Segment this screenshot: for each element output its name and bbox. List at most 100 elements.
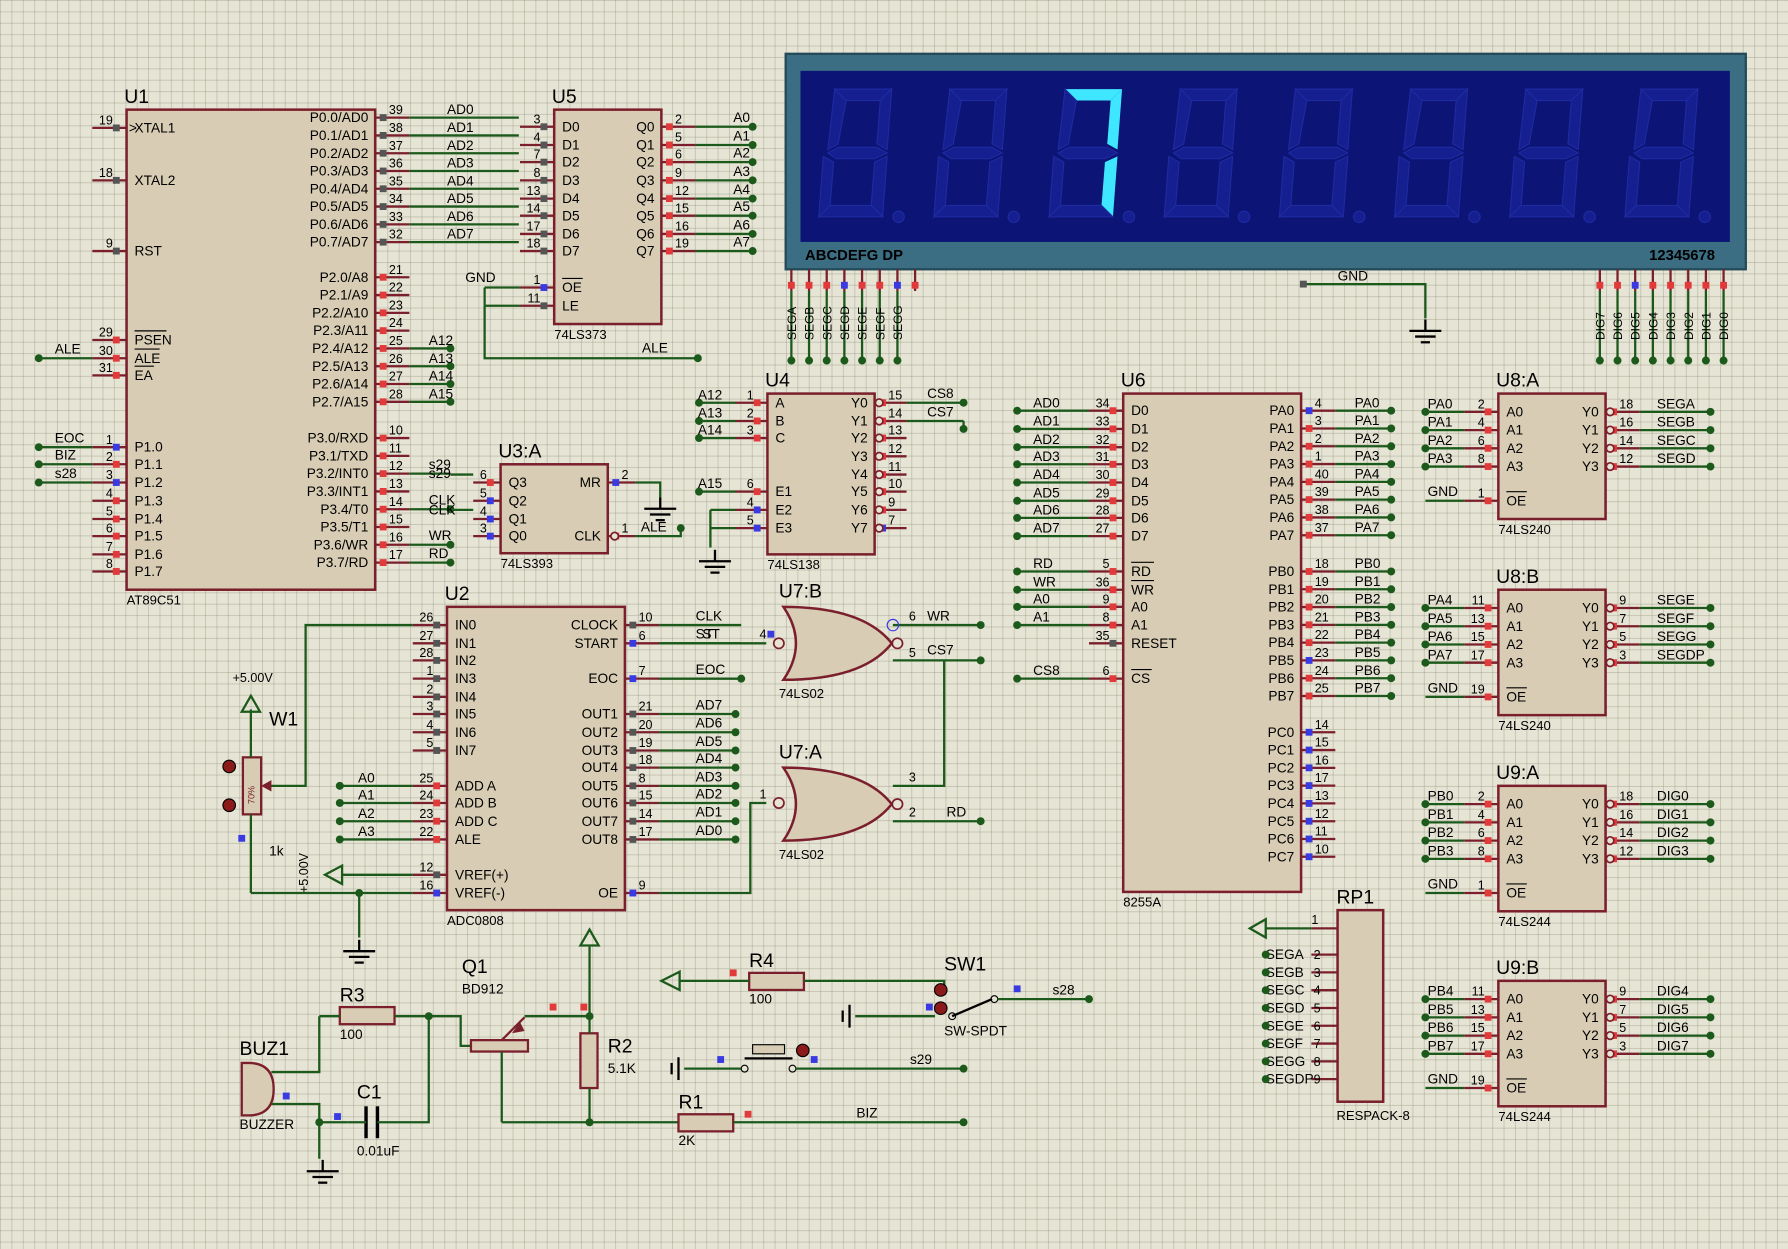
pin-number: 37	[389, 139, 403, 153]
chip-body[interactable]	[1497, 784, 1607, 913]
segment-e	[1278, 155, 1295, 219]
pin-number: 13	[389, 477, 403, 491]
display-left-label: ABCDEFG DP	[805, 248, 903, 264]
pin-marker	[1484, 463, 1492, 470]
pin-marker	[112, 460, 120, 468]
chip-ref: U8:B	[1496, 566, 1539, 588]
net-label: s29	[429, 457, 451, 472]
junction-dot	[1706, 444, 1715, 453]
junction-dot	[34, 354, 43, 363]
chip-body[interactable]	[1497, 979, 1607, 1108]
resistor-r2[interactable]: R25.1K	[579, 1032, 636, 1090]
pin-name: IN0	[455, 618, 477, 633]
pin-number: 38	[389, 121, 403, 135]
pin-name: P1.1	[135, 457, 163, 472]
button-cap[interactable]	[752, 1044, 786, 1055]
chip-part: 74LS240	[1498, 718, 1551, 733]
junction-dot	[976, 621, 985, 630]
pin-marker	[112, 515, 120, 523]
chip-body[interactable]	[445, 605, 627, 912]
transistor-body[interactable]	[469, 1039, 530, 1053]
chip-body[interactable]	[1336, 908, 1385, 1103]
net-label: ALE	[641, 520, 667, 535]
pin-number: 14	[1315, 718, 1329, 732]
pin-number: 5	[1619, 1021, 1626, 1035]
junction-dot	[805, 356, 814, 365]
chip-body[interactable]	[1121, 392, 1303, 894]
gate-body[interactable]	[781, 766, 894, 842]
junction-dot	[748, 211, 757, 220]
junction-dot	[1421, 1049, 1430, 1058]
switch-terminal[interactable]	[933, 1001, 948, 1016]
chip-body[interactable]	[125, 108, 377, 591]
pin-name: E2	[775, 502, 792, 517]
chip-body[interactable]	[1497, 588, 1607, 717]
inversion-bubble	[1605, 1012, 1615, 1022]
pin-marker	[112, 479, 120, 486]
resistor-body[interactable]	[748, 971, 806, 992]
pin-name: A3	[1506, 655, 1523, 670]
junction-dot	[1706, 854, 1715, 863]
pin-marker	[1109, 460, 1117, 468]
net-label: PA3	[1428, 451, 1453, 466]
chip-body[interactable]	[1497, 392, 1607, 521]
pin-marker	[629, 836, 637, 843]
net-label: s28	[55, 466, 77, 481]
capacitor-c1[interactable]: C10.01uF	[357, 1081, 400, 1158]
net-label: BIZ	[55, 448, 76, 463]
junction-dot	[1013, 424, 1022, 433]
pushbutton-icon[interactable]	[670, 1043, 810, 1081]
resistor-body[interactable]	[338, 1005, 396, 1026]
pin-number: 2	[1478, 397, 1485, 411]
pin-marker	[540, 195, 548, 203]
pin-number: 39	[1315, 485, 1329, 499]
ground-icon	[306, 1159, 339, 1184]
pin-name: Y2	[851, 431, 868, 446]
resistor-body[interactable]	[579, 1032, 599, 1090]
pin-name: P0.0/AD0	[310, 110, 369, 125]
pin-number: 17	[1471, 1039, 1485, 1053]
pin-number: 19	[675, 237, 689, 251]
pin-name: OE	[1506, 886, 1526, 901]
junction-dot	[446, 558, 455, 567]
ground-icon	[1409, 319, 1442, 344]
pin-marker	[112, 443, 120, 451]
chip-body[interactable]	[499, 463, 610, 555]
pin-name: D3	[562, 173, 579, 188]
pin-marker	[1109, 639, 1117, 647]
resistor-body[interactable]	[677, 1113, 735, 1133]
junction-dot	[446, 380, 455, 389]
dig-net-label: DIG5	[1629, 312, 1643, 340]
pin-name: B	[775, 414, 784, 429]
pin-marker	[433, 782, 441, 790]
gate-body[interactable]	[781, 605, 894, 682]
pin-number: 14	[389, 495, 403, 509]
switch-terminal[interactable]	[933, 983, 948, 997]
switch-lever[interactable]	[951, 998, 993, 1018]
net-label: SEGB	[1266, 965, 1304, 980]
buzzer-body[interactable]	[240, 1061, 275, 1117]
chip-part: 74LS02	[779, 686, 824, 701]
inversion-bubble	[610, 531, 620, 541]
pin-number: 37	[1315, 521, 1329, 535]
pin-name: Y3	[851, 449, 868, 464]
